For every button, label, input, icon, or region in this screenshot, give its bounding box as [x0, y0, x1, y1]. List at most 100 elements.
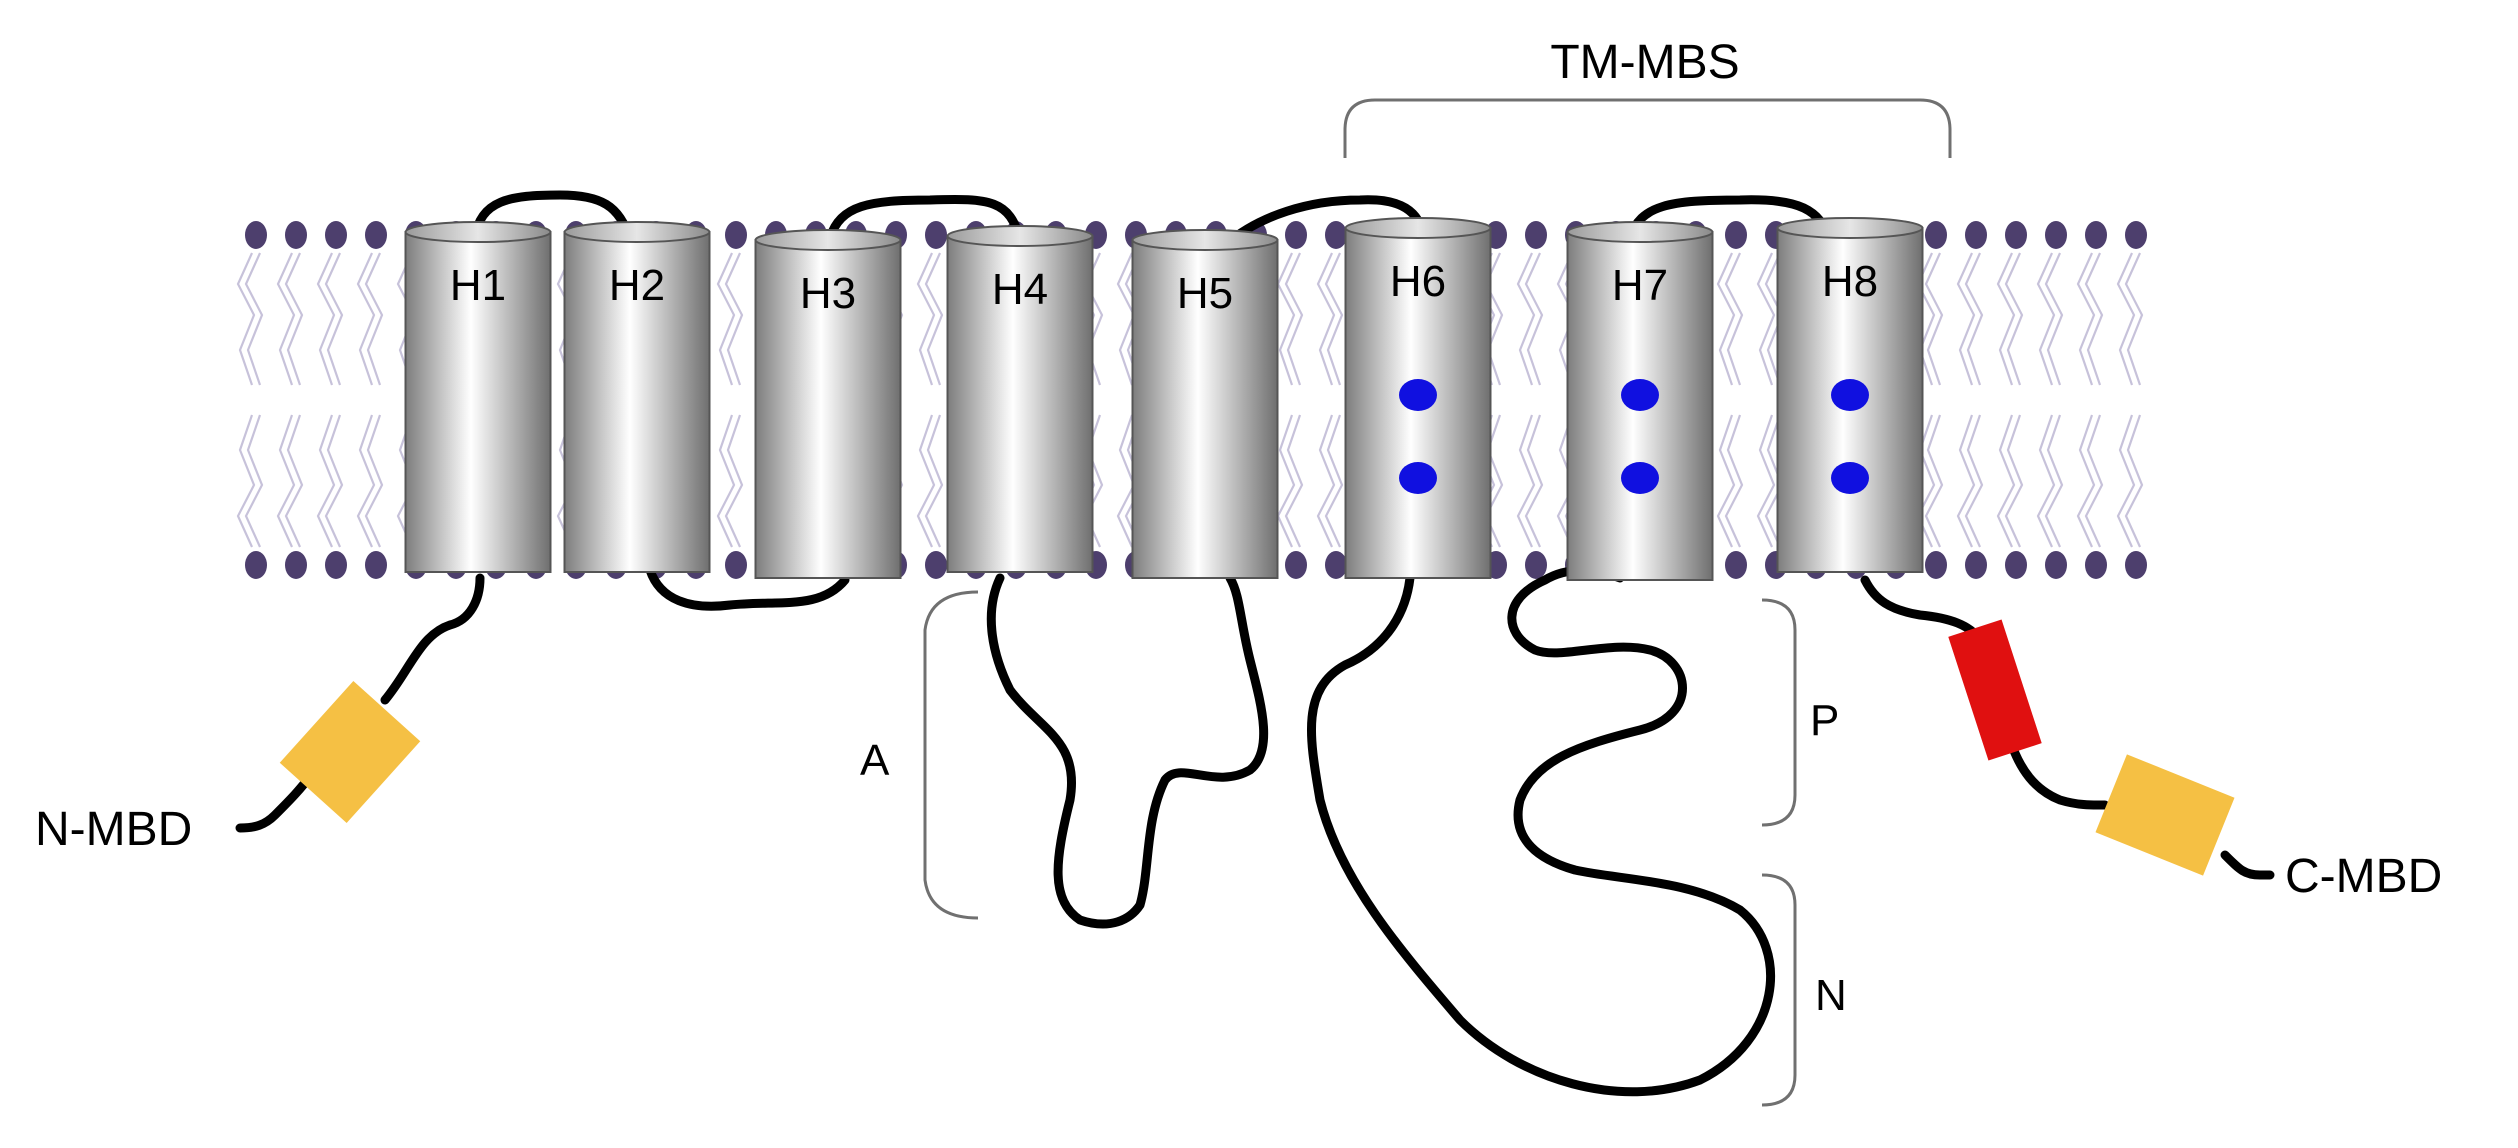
lipid-head [2045, 221, 2067, 249]
lipid-tail [2036, 414, 2064, 548]
helix-cap [1776, 217, 1924, 239]
helix-label: H8 [1822, 257, 1878, 306]
domain-brackets [923, 98, 1952, 1107]
helix-cylinder [946, 235, 1094, 573]
diagram-labels: TM-MBS N-MBD C-MBD A P N [35, 36, 2442, 1020]
lipid-tail [356, 252, 384, 386]
helix-h1: H1 [404, 221, 552, 573]
n-terminal-end [235, 765, 320, 833]
lipid-tail [1316, 252, 1344, 386]
lipid-head [1285, 221, 1307, 249]
n-terminal-tail [380, 573, 485, 705]
red-domain [1948, 619, 2042, 761]
a-domain-label: A [860, 736, 890, 785]
lipid-tail [236, 252, 264, 386]
lipid-tail [2116, 252, 2144, 386]
lipid-head [1965, 551, 1987, 579]
lipid-head [1525, 551, 1547, 579]
a-domain-loop [986, 573, 1269, 929]
helix-cap [946, 225, 1094, 247]
lipid-head [285, 551, 307, 579]
lipid-head [365, 221, 387, 249]
c-terminal-mid [2005, 735, 2110, 810]
helix-cylinder [1131, 239, 1279, 579]
lipid-head [1925, 551, 1947, 579]
lipid-tail [2076, 414, 2104, 548]
metal-binding-site [1831, 462, 1869, 494]
helix-cap [754, 229, 902, 251]
lipid-tail [1716, 414, 1744, 548]
lipid-tail [716, 414, 744, 548]
intracellular-loop-h2-h3 [645, 565, 850, 611]
lipid-head [1965, 221, 1987, 249]
lipid-tail [276, 252, 304, 386]
lipid-head [325, 221, 347, 249]
lipid-head [365, 551, 387, 579]
lipid-head [1525, 221, 1547, 249]
helix-cap [1344, 217, 1492, 239]
lipid-tail [1716, 252, 1744, 386]
lipid-head [2125, 221, 2147, 249]
c-terminal-end [2220, 850, 2275, 880]
helix-cylinder [563, 231, 711, 573]
extracellular-loop-h7-h8 [1625, 195, 1835, 245]
lipid-head [285, 221, 307, 249]
lipid-tail [916, 414, 944, 548]
metal-binding-site [1399, 462, 1437, 494]
metal-binding-site [1621, 462, 1659, 494]
c-mbd-label: C-MBD [2285, 850, 2442, 903]
helix-h5: H5 [1131, 229, 1279, 579]
helix-h7: H7 [1566, 221, 1714, 581]
lipid-head [2005, 551, 2027, 579]
lipid-head [725, 551, 747, 579]
lipid-head [925, 551, 947, 579]
c-terminal-tail [1860, 575, 1985, 645]
lipid-tail [2076, 252, 2104, 386]
lipid-tail [1276, 252, 1304, 386]
extracellular-loop-h5-h6 [1220, 195, 1430, 250]
extracellular-loop-h3-h4 [825, 194, 1025, 245]
helix-cylinder [754, 239, 902, 579]
lipid-tail [1516, 252, 1544, 386]
extracellular-loop-h1-h2 [470, 190, 635, 245]
n-domain-label: N [1815, 971, 1847, 1020]
lipid-tail [1996, 252, 2024, 386]
p-domain-label: P [1810, 696, 1839, 745]
lipid-head [2045, 551, 2067, 579]
lipid-head [245, 221, 267, 249]
lipid-head [245, 551, 267, 579]
lipid-tail [276, 414, 304, 548]
helix-h2: H2 [563, 221, 711, 573]
lipid-tail [236, 414, 264, 548]
helix-cap [1131, 229, 1279, 251]
lipid-head [1325, 221, 1347, 249]
metal-binding-site [1399, 379, 1437, 411]
lipid-tail [1316, 414, 1344, 548]
helix-h6: H6 [1344, 217, 1492, 579]
helix-cap [404, 221, 552, 243]
lipid-tail [1276, 414, 1304, 548]
lipid-head [1725, 221, 1747, 249]
lipid-tail [316, 252, 344, 386]
lipid-tail [1956, 414, 1984, 548]
helix-label: H6 [1390, 257, 1446, 306]
lipid-head [1925, 221, 1947, 249]
metal-binding-site [1621, 379, 1659, 411]
lipid-head [1725, 551, 1747, 579]
helix-label: H1 [450, 261, 506, 310]
helix-label: H7 [1612, 261, 1668, 310]
p-domain-bracket [1761, 598, 1797, 827]
lipid-tail [356, 414, 384, 548]
helix-cap [1566, 221, 1714, 243]
lipid-head [1285, 551, 1307, 579]
n-domain-bracket [1761, 873, 1797, 1107]
helix-h3: H3 [754, 229, 902, 579]
lipid-head [2085, 551, 2107, 579]
helix-cap [563, 221, 711, 243]
lipid-head [725, 221, 747, 249]
a-domain-bracket [923, 590, 979, 920]
membrane-binding-domains [279, 619, 2235, 876]
lipid-tail [2116, 414, 2144, 548]
